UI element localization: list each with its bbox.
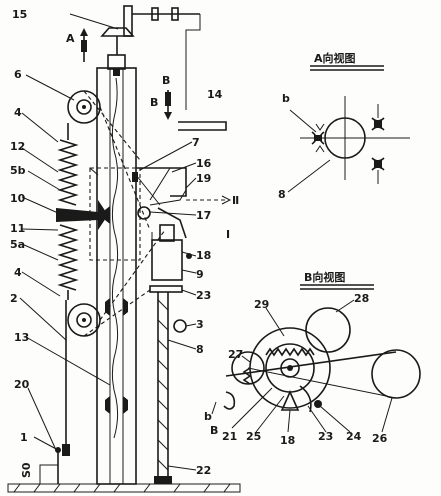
view-a-label-b: b — [282, 92, 290, 105]
column-cap-insert — [113, 68, 120, 76]
top-linkage — [185, 14, 201, 110]
label-13: 13 — [14, 331, 29, 344]
view-b-drawing — [211, 299, 421, 433]
label-4-bot: 4 — [14, 266, 22, 279]
view-b-label-23: 23 — [318, 430, 333, 443]
view-b-label-29: 29 — [254, 298, 269, 311]
view-b-label-28: 28 — [354, 292, 369, 305]
label-a-arrow: A — [66, 32, 75, 45]
clamp-10 — [56, 208, 98, 222]
view-b-arrow — [164, 90, 172, 120]
view-a-title: A向视图 — [314, 51, 356, 65]
top-shaft-pulley-2 — [171, 7, 179, 21]
label-14: 14 — [207, 88, 223, 101]
label-17: 17 — [196, 209, 211, 222]
view-b-label-26: 26 — [372, 432, 388, 445]
label-3: 3 — [196, 318, 204, 331]
label-7: 7 — [192, 136, 200, 149]
view-b-label-B: B — [210, 424, 218, 437]
label-4-top: 4 — [14, 106, 22, 119]
pulley-3-hub — [76, 312, 92, 328]
label-12: 12 — [10, 140, 25, 153]
label-b-arrow-1: B — [162, 74, 170, 87]
slider-5 — [89, 167, 141, 261]
label-roman-1: Ⅰ — [226, 228, 230, 241]
column-clamps — [105, 206, 128, 414]
label-8: 8 — [196, 343, 204, 356]
view-b-label-21: 21 — [222, 430, 237, 443]
label-2: 2 — [10, 292, 18, 305]
roller-17 — [137, 206, 151, 220]
view-b-title: B向视图 — [304, 270, 345, 284]
label-10: 10 — [10, 192, 26, 205]
box-9 — [151, 239, 183, 281]
label-20: 20 — [14, 378, 30, 391]
wavy-thread — [111, 77, 119, 439]
part-7 — [132, 172, 138, 182]
label-5b: 5b — [10, 164, 26, 177]
label-b-arrow-2: B — [150, 96, 158, 109]
top-bracket — [123, 5, 133, 37]
label-15: 15 — [12, 8, 27, 21]
top-bevel-gear — [100, 27, 135, 37]
column-cap — [107, 54, 126, 70]
view-a-drawing — [287, 96, 410, 193]
label-roman-2: Ⅱ — [232, 194, 239, 207]
view-b-label-18: 18 — [280, 434, 295, 447]
label-19: 19 — [196, 172, 211, 185]
view-a-arrow — [80, 28, 88, 62]
view-b-label-b: b — [204, 410, 212, 423]
view-b-label-24: 24 — [346, 430, 362, 443]
rod-14 — [178, 121, 227, 131]
ring-3 — [173, 319, 187, 333]
label-s0: S0 — [20, 462, 33, 478]
spring-lower — [57, 224, 79, 291]
spring-upper — [57, 139, 79, 206]
top-shaft-pulley-1 — [151, 7, 159, 21]
bracket-16 — [136, 167, 187, 197]
label-11: 11 — [10, 222, 25, 235]
label-9: 9 — [196, 268, 204, 281]
leader-15 — [69, 13, 119, 30]
view-b-label-27: 27 — [228, 348, 243, 361]
main-leader-lines — [19, 74, 197, 471]
part-18 — [186, 253, 192, 259]
view-b-label-25: 25 — [246, 430, 261, 443]
label-22: 22 — [196, 464, 211, 477]
clamp-23 — [149, 285, 183, 293]
view-a-label-8: 8 — [278, 188, 286, 201]
label-1: 1 — [20, 431, 28, 444]
shaft-22-hatch — [157, 299, 169, 471]
label-23: 23 — [196, 289, 211, 302]
label-5a: 5a — [10, 238, 25, 251]
label-18: 18 — [196, 249, 211, 262]
label-16: 16 — [196, 157, 212, 170]
label-6: 6 — [14, 68, 22, 81]
base-hatching — [13, 483, 231, 493]
pulley-6-hub — [76, 99, 92, 115]
